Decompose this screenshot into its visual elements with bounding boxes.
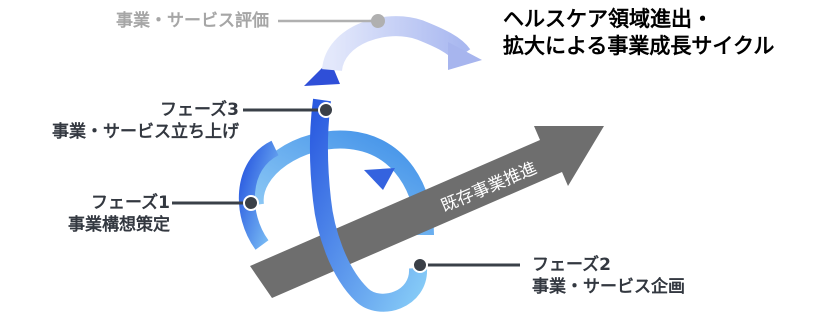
phase3-name: フェーズ3 <box>160 100 239 120</box>
phase2-marker <box>412 257 428 273</box>
phase1-label: フェーズ1 事業構想策定 <box>68 192 170 236</box>
spiral-phase2-arrowhead <box>364 168 395 190</box>
spiral-left-loop <box>238 140 280 250</box>
phase2-label: フェーズ2 事業・サービス企画 <box>532 254 685 298</box>
title-line2: 拡大による事業成長サイクル <box>503 34 775 58</box>
title-line1: ヘルスケア領域進出・ <box>503 7 713 31</box>
phase3-label: フェーズ3 事業・サービス立ち上げ <box>52 99 239 143</box>
spiral-front-loop <box>310 98 427 312</box>
diagram-title: ヘルスケア領域進出・ 拡大による事業成長サイクル <box>503 6 774 60</box>
phase1-marker <box>243 195 259 211</box>
phase1-name: フェーズ1 <box>91 193 170 213</box>
phase3-marker <box>318 102 334 118</box>
spiral-top-arrowhead <box>448 42 482 70</box>
evaluation-marker <box>371 14 385 28</box>
phase2-desc: 事業・サービス企画 <box>532 277 685 297</box>
phase1-desc: 事業構想策定 <box>68 215 170 235</box>
spiral-top-loop <box>322 16 471 72</box>
evaluation-label: 事業・サービス評価 <box>116 11 269 31</box>
phase2-name: フェーズ2 <box>532 255 611 275</box>
phase3-desc: 事業・サービス立ち上げ <box>52 122 239 142</box>
